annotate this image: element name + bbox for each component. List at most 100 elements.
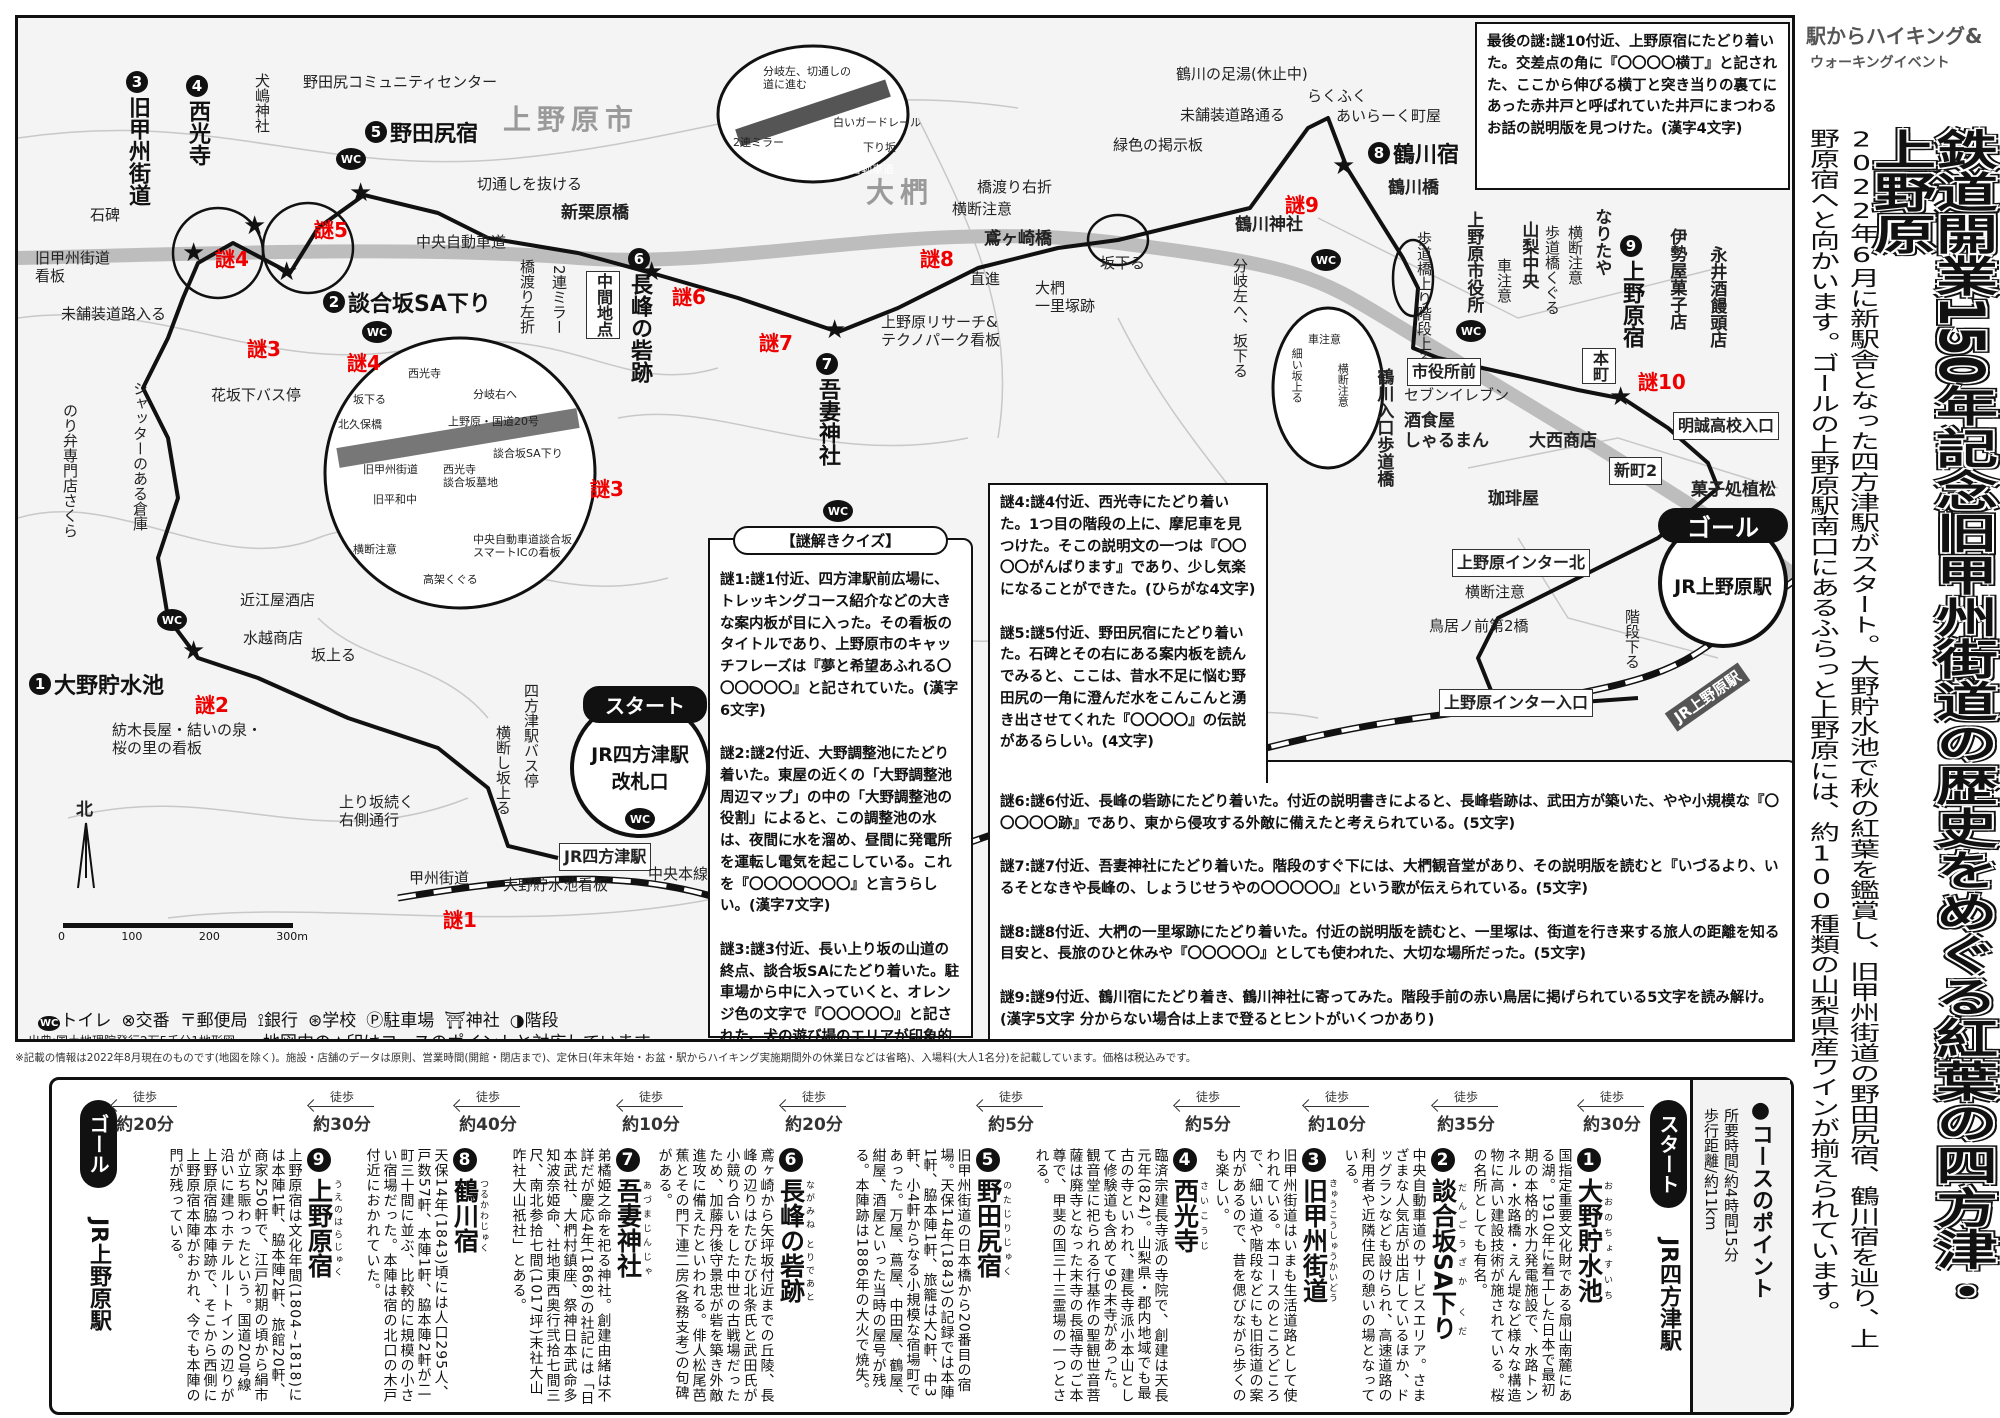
point-name-text: 旧甲州街道: [1299, 1178, 1329, 1303]
bank-icon: ⟟: [257, 1011, 264, 1031]
point-name: 西光寺さいこうじ: [1171, 1178, 1209, 1253]
point-description: 旧甲州街道はいまも生活道路として使われている。本コースのところどころで、細い道や…: [1213, 1148, 1298, 1403]
walk-duration: 約30分: [313, 1115, 371, 1135]
point-number-badge: 1: [1576, 1148, 1601, 1172]
point-reading: だんごうざか くだ: [1456, 1178, 1466, 1341]
map-label: 中央本線: [648, 865, 709, 883]
course-point-8: 8 鶴川宿つるかわじゅく 天保14年(1843)頃には人口295人、戸数57軒、本陣…: [342, 1148, 488, 1406]
point-description: 臨済宗建長寺派の寺院で、創建は天長元年(824)。山梨県・郡内地域でも最古の寺と…: [1033, 1148, 1169, 1403]
map-label: 中央自動車道: [828, 163, 894, 176]
quiz-marker: 謎1: [443, 908, 477, 932]
arrow-left-icon: [1176, 1106, 1240, 1107]
wc-icon: WC: [625, 808, 655, 830]
map-label: のり弁専門店さくら: [61, 403, 79, 538]
map-label: 中間地点: [586, 271, 620, 339]
course-point-3: 3旧甲州街道きゅうこうしゅうかいどう旧甲州街道はいまも生活道路として使われている…: [1208, 1148, 1337, 1406]
quiz-4: 謎4:謎4付近、西光寺にたどり着いた。1つ目の階段の上に、摩尼車を見つけた。そこ…: [1000, 495, 1256, 598]
scale-300: 300m: [276, 930, 308, 943]
map-label: 野田尻コミュニティセンター: [303, 73, 498, 91]
walk-label: 徒歩: [475, 1090, 500, 1104]
walk-duration: 約10分: [622, 1115, 680, 1135]
map-label: 未舗装道路通る: [1180, 106, 1286, 124]
map-label: 酒食屋 しゃるまん: [1404, 411, 1489, 452]
point-description: 旧甲州街道の日本橋から20番目の宿場。天保14年(1843)の記録では本陣1軒、…: [853, 1148, 972, 1403]
point-description: 中央自動車道のサービスエリア。さまざまな人気店が出店しているほか、ドッグランなど…: [1342, 1148, 1427, 1403]
map-label: 石碑: [90, 206, 121, 224]
map-label: 旧甲州街道 看板: [35, 249, 111, 285]
point-number-badge: 4: [1172, 1148, 1197, 1172]
map-label: 未舗装道路入る: [61, 305, 167, 323]
course-goal: ゴールJR上野原駅: [80, 1100, 117, 1331]
parking-icon: Ⓟ: [366, 1011, 384, 1031]
course-point-2: 2 談合坂SA下りだんごうざか くだ中央自動車道のサービスエリア。さまざまな人気店…: [1337, 1148, 1466, 1406]
course-point-header: 9上野原宿うえのはらじゅく: [303, 1148, 342, 1406]
map-label: 大西商店: [1529, 431, 1597, 451]
event-logo-sub: ウォーキングイベント: [1810, 55, 1950, 71]
course-point-7: 7吾妻神社あづまじんじゃ弟橘姫之命を祀る神社。創建由緒は不詳だが慶応4年(186…: [488, 1148, 651, 1406]
legend-label: 神社: [465, 1011, 500, 1031]
quiz-marker: 謎7: [759, 331, 793, 355]
course-point-header: 4 西光寺さいこうじ: [1169, 1148, 1209, 1406]
route-map: 野田尻コミュニティセンター犬嶋神社上野原市切通しを抜ける新栗原橋中央自動車道石碑…: [15, 15, 1795, 1042]
walk-label: 徒歩: [1324, 1090, 1349, 1104]
subtitle-line-1: 2022年6月に新駅舎となった四方津駅がスタート。大野貯水池で秋の紅葉を鑑賞し、…: [1844, 128, 1879, 1349]
quiz-7: 謎7:謎7付近、吾妻神社にたどり着いた。階段のすぐ下には、大椚観音堂があり、その…: [1000, 859, 1779, 897]
map-label: らくふく: [1307, 87, 1368, 105]
point-number-badge: 7: [615, 1148, 640, 1172]
map-label: 坂上る: [311, 646, 357, 664]
walk-time: 徒歩約20分: [113, 1088, 177, 1135]
stairs-icon: ◑: [509, 1011, 525, 1031]
map-label: 鶴川神社: [1235, 215, 1303, 235]
map-label: 四方津駅バス停: [522, 683, 540, 788]
map-label: シャッターのある倉庫: [131, 381, 149, 531]
footnote: ※記載の情報は2022年8月現在のものです(地図を除く)。施設・店舗のデータは原…: [15, 1052, 1197, 1064]
quiz-6: 謎6:謎6付近、長峰の砦跡にたどり着いた。付近の説明書きによると、長峰砦跡は、武…: [1000, 794, 1779, 832]
map-label: 白いガードレール: [833, 116, 921, 129]
point-name-text: 上野原宿: [304, 1178, 334, 1278]
legend-label: 学校: [322, 1011, 357, 1031]
point-reading: おおのちょすいち: [1602, 1178, 1612, 1303]
map-label: 紡木長屋・結いの泉・ 桜の里の看板: [112, 721, 263, 757]
point-name: 大野貯水池: [54, 674, 165, 699]
quiz-marker: 謎10: [1638, 370, 1686, 394]
map-label: 旧平和中: [373, 493, 417, 506]
point-name: 談合坂SA下りだんごうざか くだ: [1429, 1178, 1467, 1340]
walk-duration: 約30分: [1583, 1115, 1641, 1135]
walk-label: 徒歩: [132, 1090, 157, 1104]
goal-tag: ゴール: [1658, 508, 1788, 543]
point-reading: つるかわじゅく: [478, 1178, 488, 1253]
walk-duration: 約20分: [785, 1115, 843, 1135]
quiz-box-2: 謎4:謎4付近、西光寺にたどり着いた。1つ目の階段の上に、摩尼車を見つけた。そこ…: [988, 483, 1268, 783]
point-reading: さいこうじ: [1198, 1178, 1208, 1253]
star-note: 地図中の★印はコースのポイントと対応しています。: [263, 1028, 666, 1039]
goal-station: JR上野原駅: [1674, 576, 1772, 598]
point-description: 天保14年(1843)頃には人口295人、戸数57軒、本陣1軒、脇本陣2軒が二町…: [364, 1148, 449, 1403]
point-name: 吾妻神社あづまじんじゃ: [614, 1178, 652, 1278]
point-number-badge: 8: [452, 1148, 477, 1172]
legend-label: 階段: [524, 1011, 559, 1031]
quiz-box-1: 謎1:謎1付近、四方津駅前広場に、トレッキングコース紹介などの大きな案内板が目に…: [708, 538, 973, 1039]
star-icon: ★: [243, 211, 267, 241]
walk-time: 徒歩約10分: [1305, 1088, 1369, 1135]
course-time: 所要時間/約4時間15分: [1722, 1108, 1740, 1262]
start-tag: スタート: [583, 686, 707, 723]
walk-time: 徒歩約5分: [979, 1088, 1043, 1135]
course-point-header: 5野田尻宿のたじりじゅく: [972, 1148, 1011, 1406]
quiz-9: 謎9:謎9付近、鶴川宿にたどり着き、鶴川神社に寄ってみた。階段手前の赤い鳥居に掲…: [1000, 989, 1773, 1028]
map-label: 直進: [970, 270, 1001, 288]
map-label: 2連ミラー: [733, 136, 784, 149]
map-label: 横断注意: [1336, 363, 1350, 407]
point-name-text: 鶴川宿: [450, 1178, 480, 1253]
point-name: 吾妻神社: [815, 378, 840, 466]
inset-tsurukawa: [1271, 306, 1385, 470]
point-number-badge: 2: [1430, 1148, 1455, 1172]
point-name-text: 野田尻宿: [973, 1178, 1003, 1278]
start-station: JR四方津駅: [591, 744, 689, 766]
